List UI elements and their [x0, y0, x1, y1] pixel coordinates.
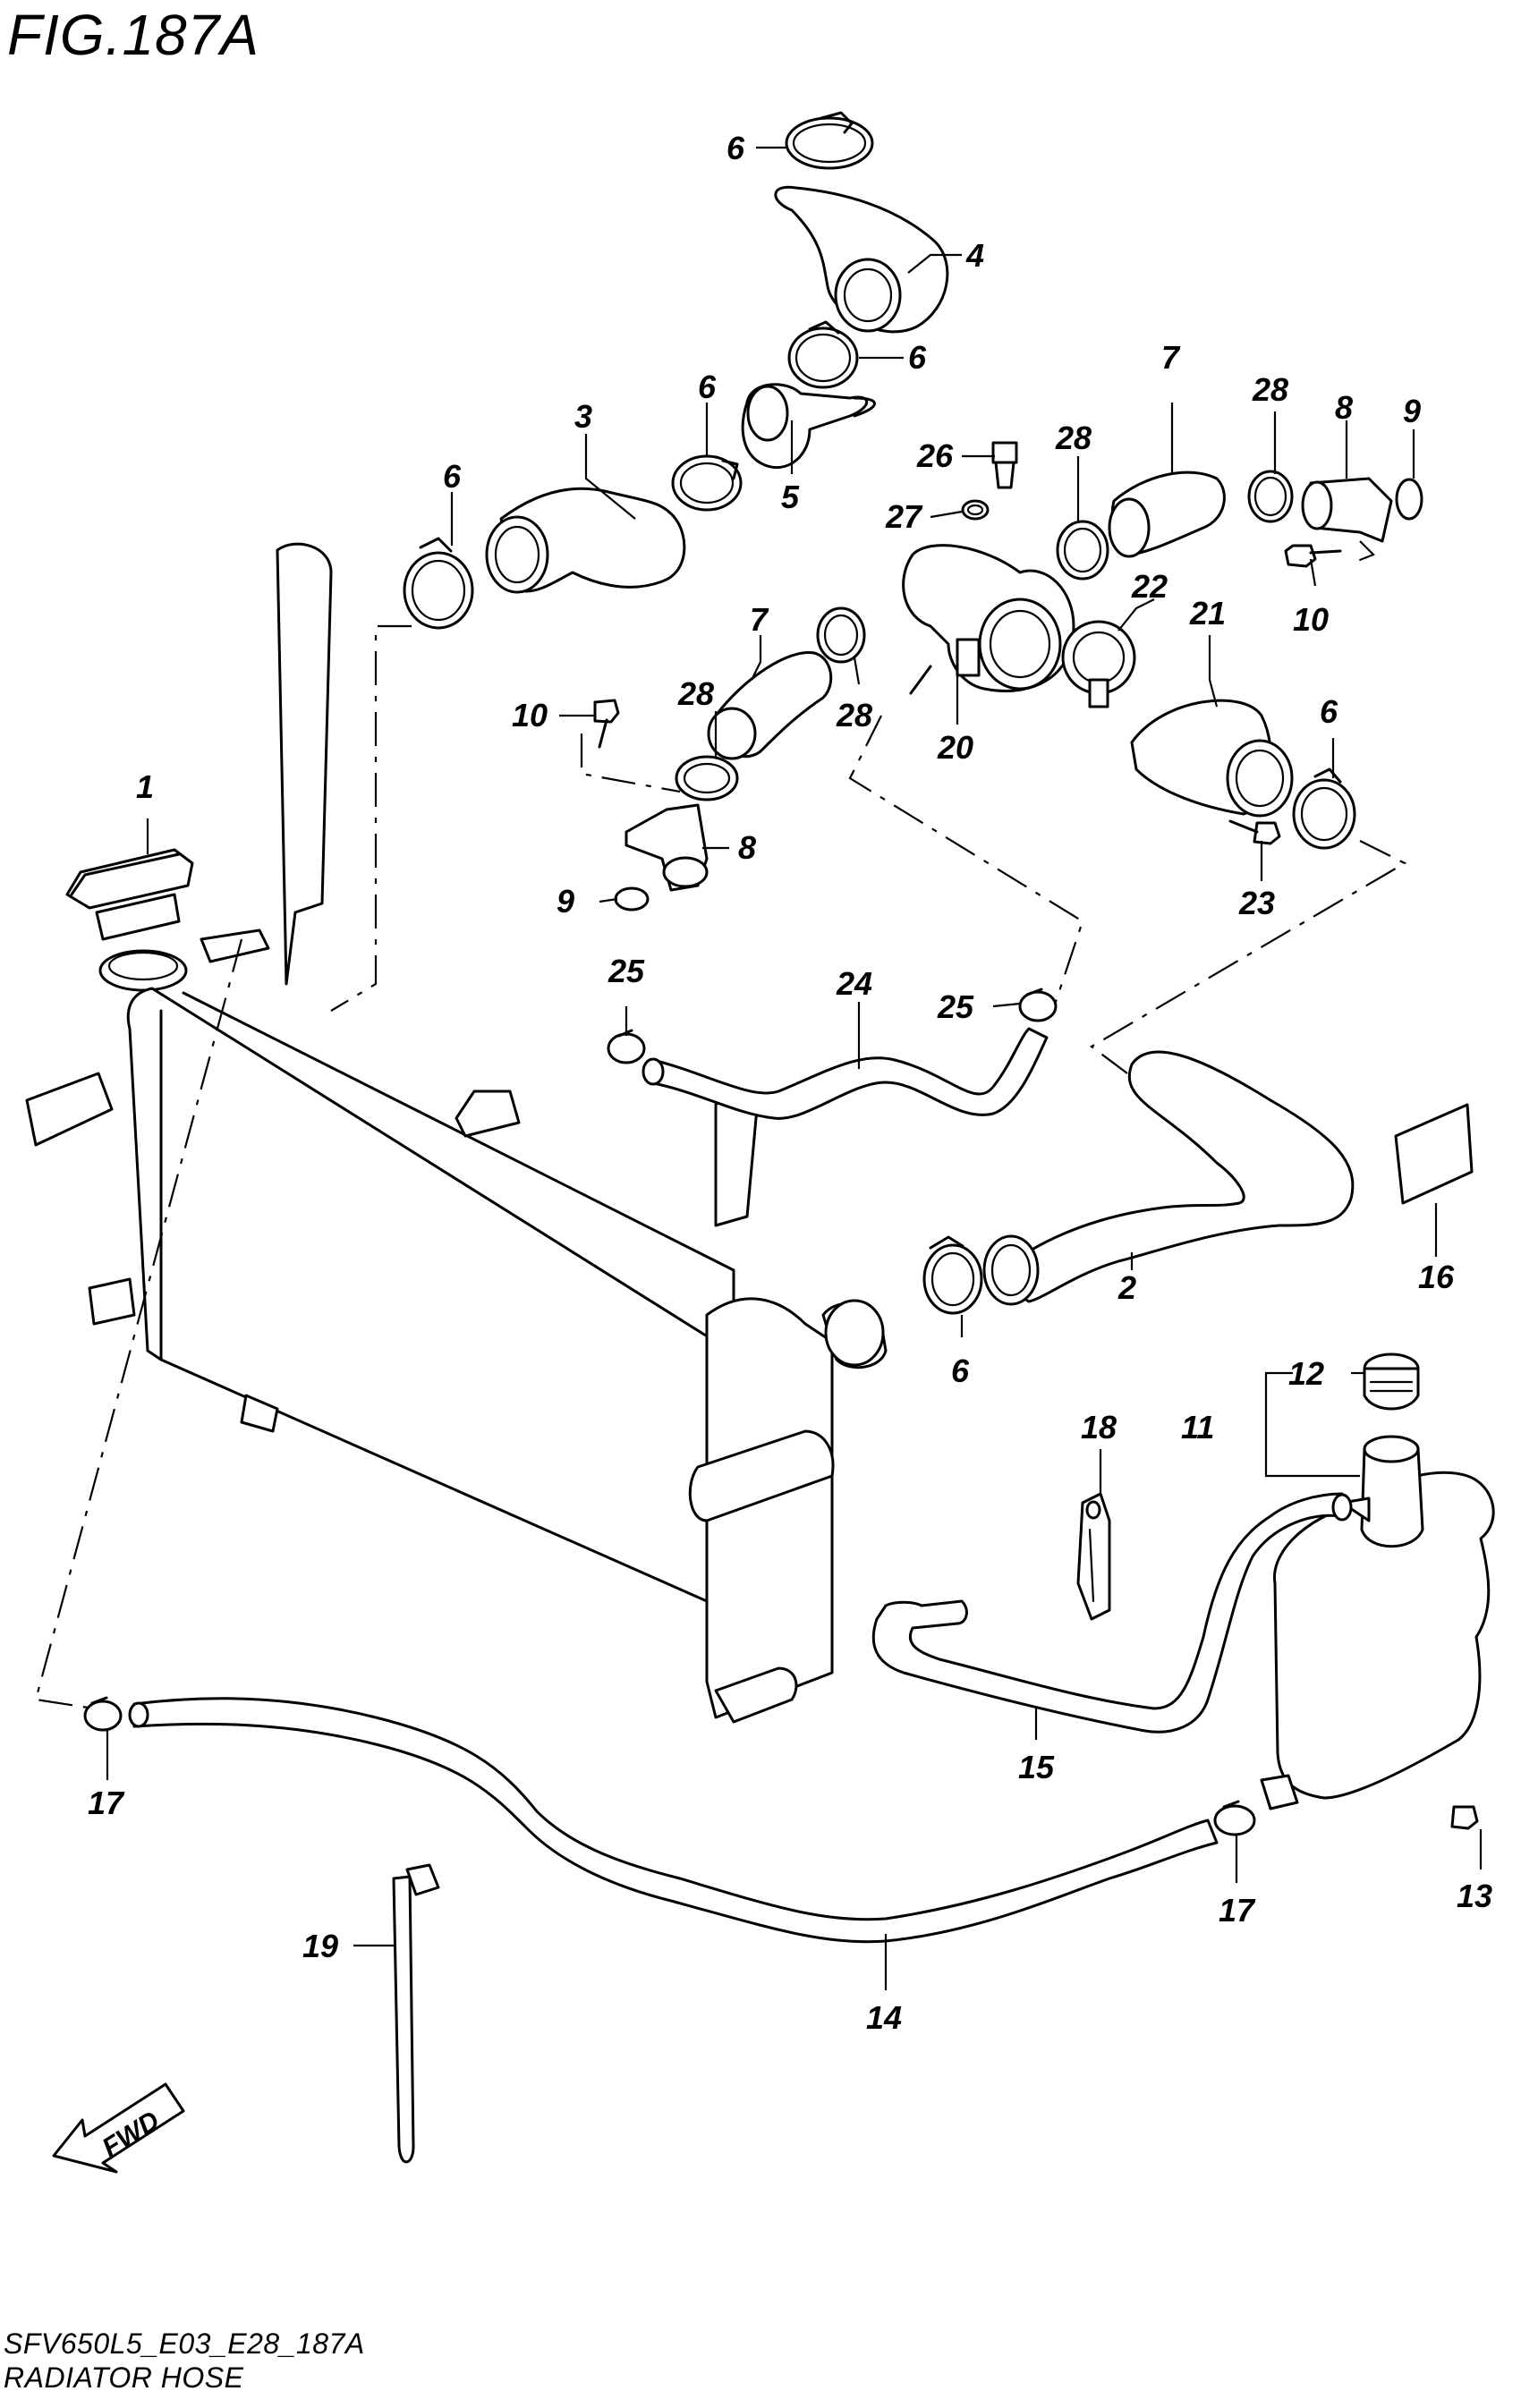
callout-5: 5 — [781, 479, 800, 515]
clip-18 — [1076, 1492, 1111, 1621]
callout-1: 1 — [136, 768, 154, 805]
callout-2: 2 — [1117, 1269, 1136, 1306]
clamp-28-a — [1056, 520, 1109, 581]
callout-21: 21 — [1189, 595, 1226, 632]
clamp-28-b — [1247, 470, 1294, 523]
figure-code: SFV650L5_E03_E28_187A — [4, 2327, 365, 2360]
thermostat-22 — [1061, 620, 1136, 708]
hose-2 — [982, 1050, 1355, 1306]
fitting-8-lower — [625, 803, 709, 892]
label-16 — [1394, 1103, 1474, 1205]
callout-23: 23 — [1238, 885, 1275, 921]
callout-19: 19 — [302, 1928, 338, 1964]
callout-3: 3 — [574, 398, 592, 435]
clamp-28-c — [816, 606, 866, 664]
bolt-13 — [1450, 1805, 1479, 1830]
callout-20: 20 — [937, 729, 973, 766]
callout-22: 22 — [1131, 568, 1168, 605]
clamp-25-right — [1018, 988, 1058, 1022]
callout-18: 18 — [1081, 1409, 1117, 1446]
callout-28: 28 — [1055, 420, 1092, 456]
hose-15 — [871, 1492, 1353, 1734]
callout-6: 6 — [1320, 693, 1338, 730]
connection-lines — [34, 540, 1407, 1710]
o-ring-27 — [961, 499, 990, 521]
housing-20 — [902, 544, 1075, 695]
clamp-28-d — [675, 755, 739, 801]
callout-6: 6 — [698, 369, 717, 405]
callout-8: 8 — [1335, 389, 1353, 426]
callout-15: 15 — [1018, 1749, 1055, 1785]
hose-14 — [128, 1697, 1219, 1944]
reservoir-tank-11 — [1260, 1435, 1495, 1810]
sensor-26 — [991, 441, 1018, 489]
clamp-17-left — [83, 1696, 123, 1732]
callout-11: 11 — [1181, 1409, 1214, 1446]
reservoir-cap-12 — [1363, 1352, 1420, 1411]
callout-8: 8 — [738, 829, 756, 866]
fwd-arrow: FWD — [52, 2082, 185, 2174]
callout-9: 9 — [557, 883, 574, 920]
hose-7-upper — [1108, 471, 1226, 558]
callout-13: 13 — [1457, 1878, 1492, 1914]
callout-26: 26 — [916, 437, 954, 474]
radiator-cap-1 — [65, 848, 194, 992]
callout-6: 6 — [727, 130, 745, 166]
callout-28: 28 — [1252, 371, 1288, 408]
clamp-6-top — [785, 111, 874, 170]
clamp-17-right — [1213, 1800, 1256, 1836]
callout-14: 14 — [866, 1999, 902, 2036]
leader-lines — [106, 146, 1483, 1990]
hose-3 — [485, 487, 686, 594]
callout-9: 9 — [1403, 393, 1421, 429]
bolt-10-left — [593, 699, 620, 749]
callout-17: 17 — [1219, 1892, 1256, 1929]
callout-labels: 6 4 6 3 6 5 6 26 27 28 7 28 8 9 10 22 21… — [88, 130, 1492, 2036]
callout-10: 10 — [1293, 601, 1329, 638]
callout-17: 17 — [88, 1785, 125, 1821]
callout-7: 7 — [1161, 339, 1181, 376]
bolt-23 — [1228, 819, 1281, 845]
figure-name: RADIATOR HOSE — [4, 2361, 244, 2394]
callout-4: 4 — [965, 237, 984, 274]
o-ring-9-upper — [1395, 478, 1423, 521]
hose-24 — [642, 1027, 1049, 1120]
callout-6: 6 — [443, 458, 462, 495]
callout-10: 10 — [512, 697, 548, 733]
callout-28: 28 — [836, 697, 872, 733]
cover-21 — [1130, 699, 1294, 818]
radiator — [25, 542, 888, 1724]
clamp-6-upper — [787, 320, 859, 389]
clamp-6-left — [403, 537, 474, 630]
clamp-6-mid — [671, 454, 743, 512]
clamp-6-lower — [922, 1235, 983, 1315]
clamp-6-right — [1292, 767, 1356, 850]
figure-title: FIG.187A — [7, 3, 259, 67]
o-ring-9-lower — [614, 886, 650, 911]
bolt-10-upper — [1284, 544, 1342, 568]
callout-7: 7 — [750, 601, 769, 638]
callout-25: 25 — [608, 953, 645, 989]
hose-4 — [774, 185, 949, 334]
callout-27: 27 — [885, 498, 923, 535]
callout-12: 12 — [1288, 1355, 1324, 1392]
callout-28: 28 — [677, 675, 714, 712]
cable-tie-19 — [392, 1863, 440, 2164]
fitting-5 — [741, 383, 876, 470]
fitting-8-upper — [1301, 477, 1393, 543]
callout-16: 16 — [1418, 1259, 1455, 1295]
callout-25: 25 — [937, 988, 974, 1025]
callout-24: 24 — [836, 965, 872, 1002]
callout-6: 6 — [908, 339, 927, 376]
hose-7-lower — [707, 651, 833, 760]
callout-6: 6 — [951, 1352, 970, 1389]
